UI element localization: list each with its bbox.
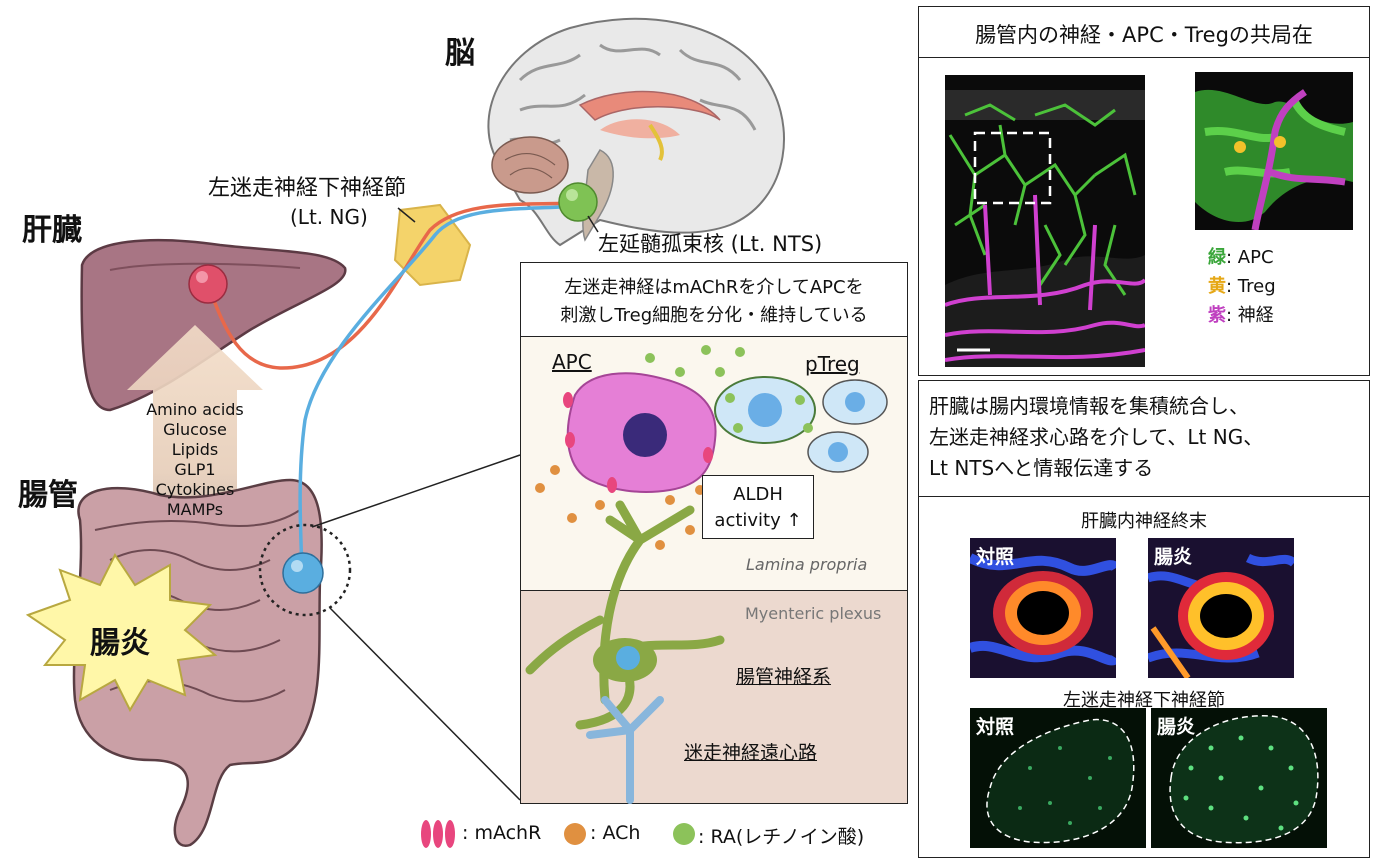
- nutrient-item: Cytokines: [155, 480, 235, 499]
- liver-illustration: [80, 238, 347, 412]
- liver-label: 肝臓: [22, 213, 82, 248]
- aldh-box: ALDH activity ↑: [702, 475, 814, 539]
- legend-green-text: : APC: [1226, 247, 1274, 268]
- legend-purple-char: 紫: [1208, 305, 1226, 326]
- efferent-label: 迷走神経遠心路: [684, 742, 818, 764]
- integration-text: 肝臓は腸内環境情報を集積統合し、 左迷走神経求心路を介して、Lt NG、 Lt …: [929, 391, 1263, 484]
- liver-nerve-enteritis-image: 腸炎: [1148, 538, 1294, 678]
- nutrient-item: Glucose: [163, 420, 227, 439]
- aldh-line2: activity ↑: [714, 510, 802, 531]
- liver-nerve-title: 肝臓内神経終末: [1081, 511, 1207, 532]
- nts-sphere: [558, 182, 598, 222]
- zoom-circle: [258, 523, 352, 617]
- zoom-microscopy-image: [1195, 72, 1353, 230]
- legend-machr-label: : mAchR: [462, 822, 542, 844]
- legend-yellow-text: : Treg: [1226, 276, 1276, 297]
- liver-nerve-control-image: 対照: [970, 538, 1116, 678]
- center-title-line2: 刺激しTreg細胞を分化・維持している: [560, 305, 868, 326]
- gut-label: 腸管: [18, 478, 78, 513]
- enteritis-burst: [25, 553, 218, 713]
- ptreg-label: pTreg: [805, 352, 860, 376]
- divider: [919, 496, 1369, 497]
- liver-sphere: [188, 264, 228, 304]
- efferent-nerve-line: [298, 204, 581, 571]
- center-title-line1: 左迷走神経はmAChRを介してAPCを: [564, 277, 864, 298]
- divider: [521, 336, 907, 337]
- nutrient-item: GLP1: [174, 460, 216, 479]
- control-label: 対照: [976, 546, 1015, 568]
- ens-label: 腸管神経系: [736, 666, 832, 688]
- aldh-line1: ALDH: [733, 484, 783, 505]
- enteritis-label: 腸炎: [1157, 716, 1196, 738]
- legend-yellow-char: 黄: [1208, 276, 1226, 297]
- legend-ra-label: : RA(レチノイン酸): [698, 826, 865, 848]
- gut-microscopy-image: [945, 75, 1145, 367]
- nutrient-item: Lipids: [171, 440, 219, 459]
- control-label: 対照: [976, 716, 1015, 738]
- gut-sphere: [282, 552, 324, 594]
- legend-purple: 紫: 神経: [1208, 301, 1274, 327]
- integration-line3: Lt NTSへと情報伝達する: [929, 456, 1154, 480]
- nutrient-item: Amino acids: [146, 400, 244, 419]
- legend-ach-label: : ACh: [590, 822, 641, 844]
- nts-label: 左延髄孤束核 (Lt. NTS): [598, 232, 823, 256]
- intestine-illustration: [72, 478, 323, 847]
- nutrient-item: MAMPs: [166, 500, 224, 519]
- nutrient-list: Amino acids Glucose Lipids GLP1 Cytokine…: [125, 400, 265, 520]
- myenteric-label: Myenteric plexus: [745, 604, 882, 623]
- afferent-nerve-line: [208, 201, 579, 370]
- integration-line2: 左迷走神経求心路を介して、Lt NG、: [929, 425, 1264, 449]
- colocalization-title: 腸管内の神経・APC・Tregの共局在: [975, 23, 1313, 47]
- brain-illustration: [487, 17, 785, 247]
- ng-abbr-label: (Lt. NG): [290, 205, 368, 229]
- brain-label: 脳: [445, 36, 475, 71]
- legend-purple-text: : 神経: [1226, 305, 1274, 326]
- legend-green-char: 緑: [1208, 247, 1226, 268]
- divider: [919, 57, 1369, 58]
- legend-green: 緑: APC: [1208, 243, 1274, 269]
- ng-ganglion: [393, 203, 472, 287]
- integration-line1: 肝臓は腸内環境情報を集積統合し、: [929, 394, 1249, 418]
- nutrient-arrow: [127, 325, 263, 535]
- apc-label: APC: [552, 350, 592, 374]
- legend-yellow: 黄: Treg: [1208, 272, 1276, 298]
- lamina-label: Lamina propria: [746, 555, 868, 574]
- ng-control-image: 対照: [970, 708, 1146, 848]
- ng-image-title: 左迷走神経下神経節: [1063, 690, 1225, 711]
- enteritis-label: 腸炎: [90, 626, 150, 661]
- ng-name-label: 左迷走神経下神経節: [208, 176, 407, 201]
- enteritis-label: 腸炎: [1154, 546, 1193, 568]
- ng-enteritis-image: 腸炎: [1151, 708, 1327, 848]
